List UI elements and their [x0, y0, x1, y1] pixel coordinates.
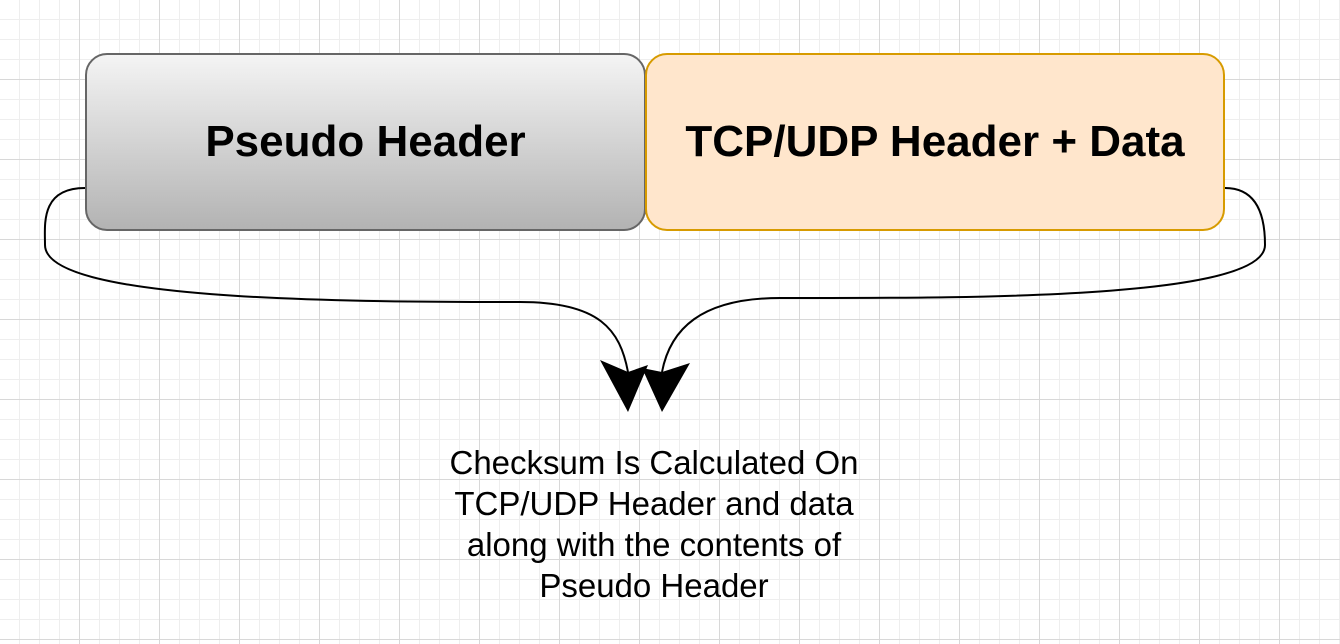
caption-line-2: TCP/UDP Header and data [454, 485, 854, 522]
right-arrowhead [642, 363, 690, 412]
right-connector [661, 187, 1267, 373]
pseudo-header-box: Pseudo Header [85, 53, 646, 231]
caption-line-3: along with the contents of [466, 526, 842, 563]
pseudo-header-label: Pseudo Header [205, 117, 526, 166]
tcp-udp-header-data-box: TCP/UDP Header + Data [645, 53, 1225, 231]
left-connector [43, 187, 629, 373]
tcp-udp-header-data-label: TCP/UDP Header + Data [685, 117, 1185, 166]
checksum-caption: Checksum Is Calculated On TCP/UDP Header… [404, 442, 904, 606]
caption-line-4: Pseudo Header [539, 567, 769, 604]
left-arrowhead [600, 360, 648, 412]
caption-line-1: Checksum Is Calculated On [449, 444, 859, 481]
